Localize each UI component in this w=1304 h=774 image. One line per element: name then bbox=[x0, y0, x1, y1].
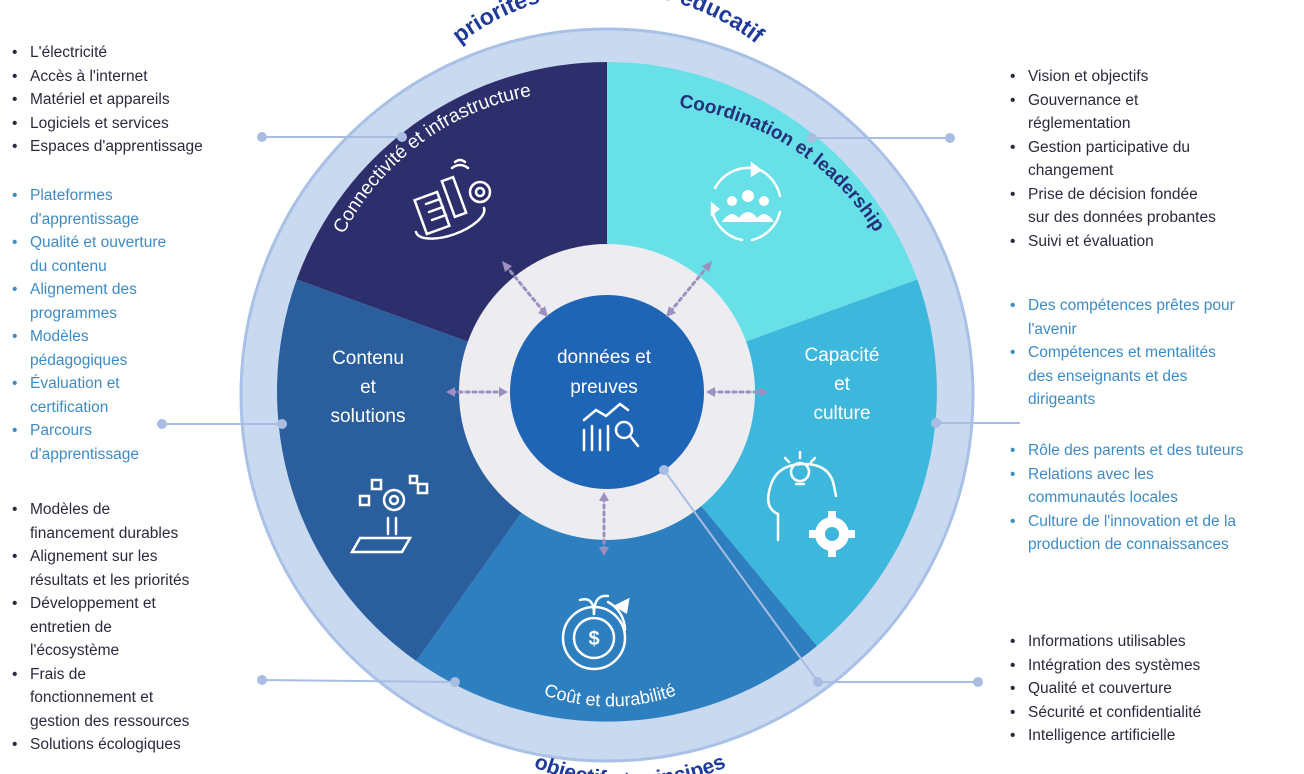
list-item: L'électricité bbox=[8, 41, 203, 65]
dollar-icon: $ bbox=[588, 628, 599, 650]
digital-content-icon bbox=[349, 474, 429, 554]
content-label-line3: solutions bbox=[331, 406, 406, 427]
center-label-line1: données et bbox=[557, 347, 652, 368]
money-growth-icon bbox=[561, 594, 630, 671]
list-item: Vision et objectifs bbox=[1006, 65, 1216, 89]
list-item: Intégration des systèmes bbox=[1006, 654, 1201, 678]
arrow-connectivity bbox=[504, 264, 546, 314]
list-right-culture: Rôle des parents et des tuteurs Relation… bbox=[1006, 439, 1243, 557]
list-item: Rôle des parents et des tuteurs bbox=[1006, 439, 1243, 463]
center-circle bbox=[510, 295, 704, 489]
list-item: Matériel et appareils bbox=[8, 88, 203, 112]
capacity-label-line1: Capacité bbox=[805, 345, 880, 366]
arrow-coordination bbox=[668, 264, 710, 314]
smart-city-icon bbox=[412, 158, 492, 240]
gear-icon bbox=[809, 511, 855, 557]
list-item: Culture de l'innovation et de laproducti… bbox=[1006, 510, 1243, 557]
list-item: Logiciels et services bbox=[8, 112, 203, 136]
list-item: Intelligence artificielle bbox=[1006, 724, 1201, 748]
list-right-data: Informations utilisables Intégration des… bbox=[1006, 630, 1201, 748]
list-item: Suivi et évaluation bbox=[1006, 230, 1216, 254]
content-label-line1: Contenu bbox=[332, 348, 404, 369]
list-item: Sécurité et confidentialité bbox=[1006, 701, 1201, 725]
team-cycle-icon bbox=[710, 161, 782, 242]
list-item: Espaces d'apprentissage bbox=[8, 135, 203, 159]
capacity-label-line2: et bbox=[834, 374, 851, 395]
connector-center-data bbox=[663, 469, 819, 683]
segment-cost bbox=[416, 392, 817, 722]
list-item: Accès à l'internet bbox=[8, 65, 203, 89]
list-left-connectivity: L'électricité Accès à l'internet Matérie… bbox=[8, 41, 203, 159]
list-item: Solutions écologiques bbox=[8, 733, 189, 757]
list-item: Informations utilisables bbox=[1006, 630, 1201, 654]
team-people-icon bbox=[722, 190, 774, 222]
head-bulb-gear-icon bbox=[767, 450, 838, 542]
center-label-line2: preuves bbox=[570, 377, 638, 398]
data-analytics-icon bbox=[582, 402, 640, 452]
connector-left-bottom bbox=[261, 679, 456, 683]
capacity-label-line3: culture bbox=[813, 403, 870, 424]
content-label-line2: et bbox=[360, 377, 377, 398]
list-right-coordination: Vision et objectifs Gouvernance etréglem… bbox=[1006, 65, 1216, 253]
list-item: Qualité et couverture bbox=[1006, 677, 1201, 701]
